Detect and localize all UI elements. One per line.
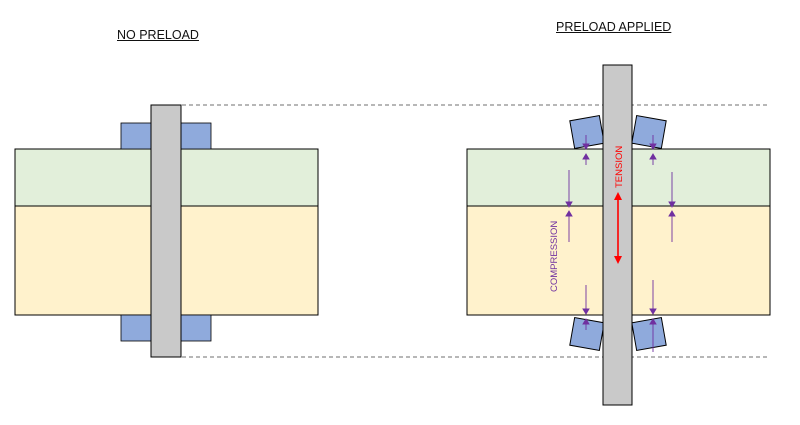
compression-label: COMPRESSION <box>549 221 560 292</box>
right-bottom-left-washer <box>569 317 605 351</box>
right-top-right-washer <box>631 115 667 149</box>
title-preload-applied: PRELOAD APPLIED <box>556 20 672 34</box>
left-bolt <box>150 104 182 358</box>
joint-preload-applied: TENSION <box>466 64 771 406</box>
tension-label: TENSION <box>614 146 625 188</box>
joint-no-preload <box>14 104 319 358</box>
right-bottom-right-washer <box>631 317 667 351</box>
title-no-preload: NO PRELOAD <box>117 28 199 42</box>
compression-arrows <box>565 135 676 352</box>
right-top-left-washer <box>569 115 605 149</box>
